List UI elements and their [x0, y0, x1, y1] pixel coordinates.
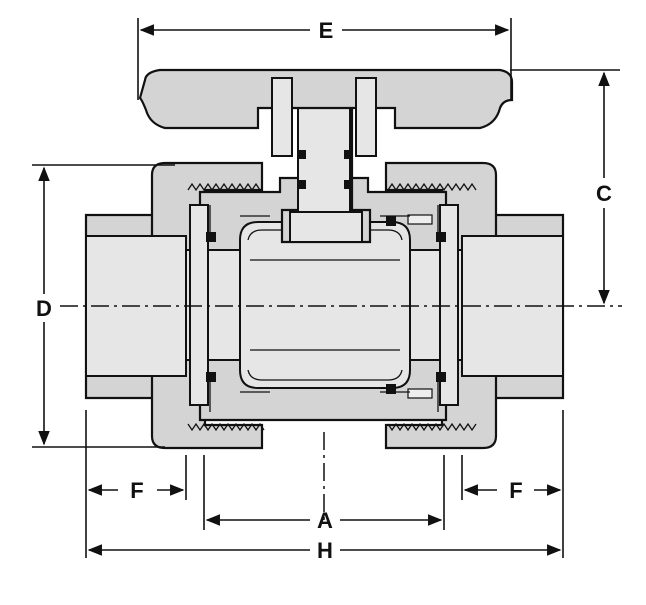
ball-edge-bottom: [247, 369, 403, 381]
dimension-f-left: F: [87, 478, 185, 503]
label-e: E: [319, 18, 334, 43]
handle-hub-left: [271, 77, 293, 157]
dimension-a: A: [205, 508, 443, 533]
dimension-d: D: [32, 164, 175, 448]
label-c: C: [596, 181, 612, 206]
dimension-f-right: F: [463, 478, 562, 503]
handle-hub-right: [355, 77, 377, 157]
dimension-c: C: [510, 69, 620, 305]
stem-foot: [289, 211, 363, 243]
label-a: A: [317, 508, 333, 533]
left-seat-carrier: [189, 204, 209, 406]
valve-body: [84, 68, 565, 450]
label-f-right: F: [509, 478, 522, 503]
label-h: H: [317, 538, 333, 563]
body-inner-lines: [209, 205, 439, 412]
threads: [187, 182, 477, 432]
label-f-left: F: [130, 478, 143, 503]
dimension-h: H: [87, 538, 562, 563]
dimension-e: E: [137, 18, 512, 100]
label-d: D: [36, 296, 52, 321]
handle: [138, 68, 514, 130]
extension-lines: [85, 410, 564, 558]
o-ring-seals: [206, 150, 446, 399]
right-seat-carrier: [439, 204, 459, 406]
ball-bore-lines: [250, 259, 400, 351]
ball: [239, 221, 411, 389]
